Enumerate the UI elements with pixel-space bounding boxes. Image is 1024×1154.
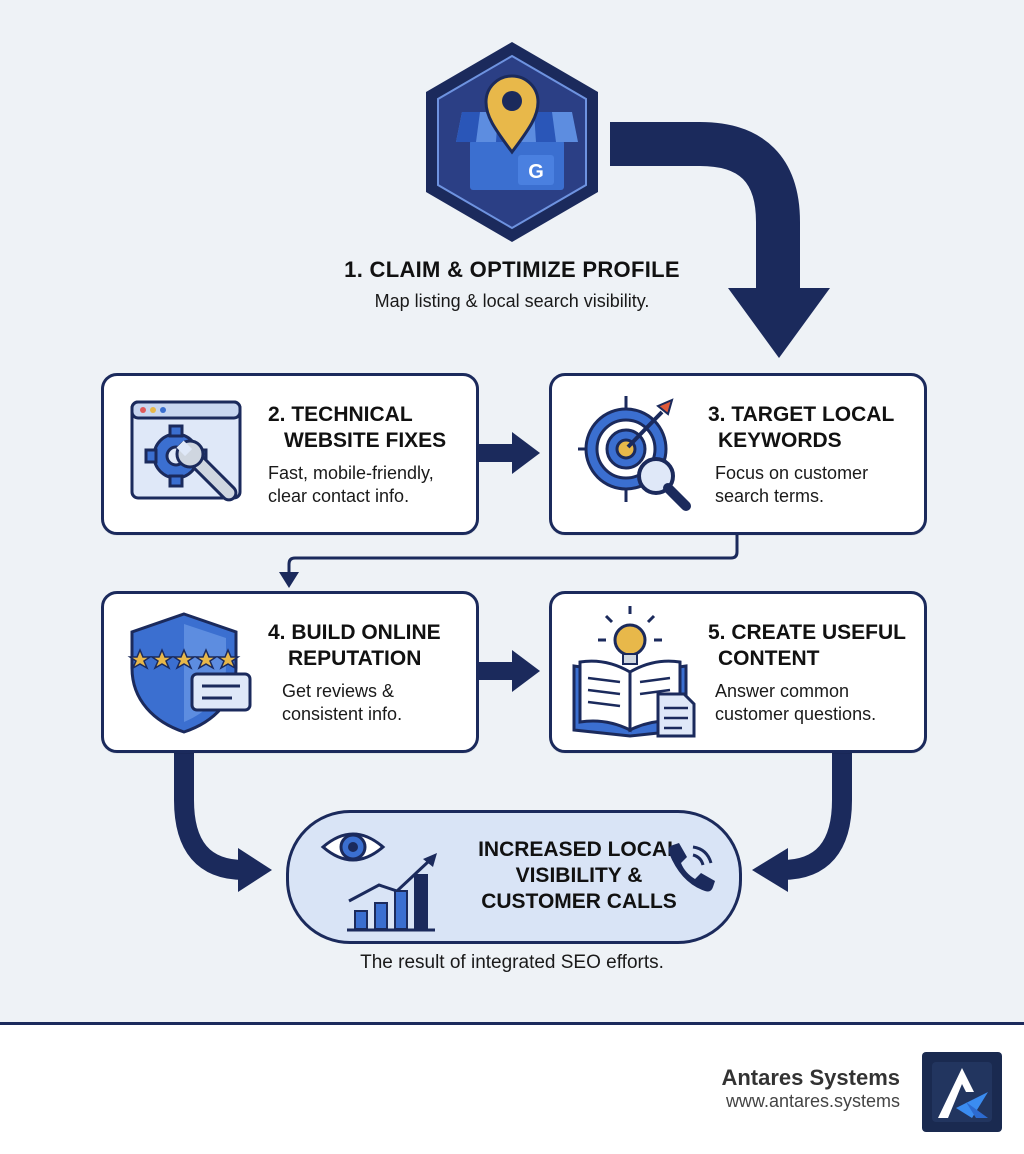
book-lightbulb-icon: [572, 606, 696, 738]
eye-chart-icon: [320, 832, 437, 932]
step-3-title: 3. TARGET LOCAL KEYWORDS: [708, 402, 918, 454]
arrow-technical-to-keywords-head: [512, 432, 540, 474]
step-4-description-line-2: consistent info.: [282, 704, 403, 724]
step-3-card: 3. TARGET LOCAL KEYWORDS Focus on custom…: [549, 373, 927, 535]
step-3-description-line-2: search terms.: [715, 486, 825, 506]
step-5-title: 5. CREATE USEFUL CONTENT: [708, 620, 920, 672]
arrow-reputation-to-result: [174, 752, 245, 880]
step-3-title-line-2: KEYWORDS: [718, 429, 842, 452]
google-business-pin-icon: G: [426, 42, 598, 242]
step-5-title-line-1: 5. CREATE USEFUL: [708, 621, 906, 644]
antares-logo-icon: [922, 1052, 1002, 1132]
step-2-description-line-2: clear contact info.: [268, 486, 410, 506]
diagram-canvas: G 1. CLAIM & OPTIMIZE PROFILE Map listin…: [101, 42, 927, 973]
footer: Antares Systems www.antares.systems: [0, 1025, 1024, 1154]
arrow-reputation-to-result-head: [238, 848, 272, 892]
arrow-content-to-result-head: [752, 848, 788, 892]
step-2-description: Fast, mobile-friendly, clear contact inf…: [268, 462, 473, 508]
svg-text:G: G: [528, 161, 544, 183]
arrow-keywords-to-reputation-head: [279, 572, 299, 588]
step-1-description: Map listing & local search visibility.: [374, 291, 650, 311]
footer-divider: [0, 1022, 1024, 1025]
result-title-line-3: CUSTOMER CALLS: [481, 890, 677, 913]
step-5-description-line-2: customer questions.: [715, 704, 877, 724]
brand-name: Antares Systems: [721, 1065, 900, 1090]
brand-url[interactable]: www.antares.systems: [725, 1091, 900, 1111]
arrow-reputation-to-content-head: [512, 650, 540, 692]
step-2-title-line-1: 2. TECHNICAL: [268, 403, 413, 426]
step-3-title-line-1: 3. TARGET LOCAL: [708, 403, 895, 426]
arrow-content-to-result: [781, 752, 852, 880]
step-3-description: Focus on customer search terms.: [715, 462, 915, 508]
flow-arrows: G: [174, 42, 852, 892]
shield-stars-icon: [127, 612, 252, 734]
step-2-title: 2. TECHNICAL WEBSITE FIXES: [268, 402, 468, 454]
step-2-card: 2. TECHNICAL WEBSITE FIXES Fast, mobile-…: [101, 373, 479, 535]
step-4-title: 4. BUILD ONLINE REPUTATION: [268, 620, 473, 672]
step-4-description: Get reviews & consistent info.: [282, 680, 472, 726]
step-2-title-line-2: WEBSITE FIXES: [284, 429, 447, 452]
result-caption: The result of integrated SEO efforts.: [360, 952, 664, 973]
step-2-description-line-1: Fast, mobile-friendly,: [268, 463, 434, 483]
result-pill: INCREASED LOCAL VISIBILITY & CUSTOMER CA…: [286, 810, 742, 944]
step-3-description-line-1: Focus on customer: [715, 463, 869, 483]
step-5-description-line-1: Answer common: [715, 681, 850, 701]
step-4-title-line-1: 4. BUILD ONLINE: [268, 621, 441, 644]
result-title: INCREASED LOCAL VISIBILITY & CUSTOMER CA…: [469, 837, 689, 915]
step-5-card: 5. CREATE USEFUL CONTENT Answer common c…: [549, 591, 927, 753]
target-magnifier-icon: [578, 396, 691, 511]
arrow-keywords-to-reputation: [287, 532, 739, 578]
step-4-title-line-2: REPUTATION: [288, 647, 422, 670]
arrow-profile-to-keywords: [610, 122, 800, 290]
step-4-description-line-1: Get reviews &: [282, 681, 395, 701]
step-1-title: 1. CLAIM & OPTIMIZE PROFILE: [344, 257, 680, 282]
arrow-profile-to-keywords-head: [728, 288, 830, 358]
step-5-description: Answer common customer questions.: [715, 680, 920, 726]
step-4-card: 4. BUILD ONLINE REPUTATION Get reviews &…: [101, 591, 479, 753]
result-title-line-1: INCREASED LOCAL: [478, 838, 680, 861]
phone-icon: [668, 843, 715, 892]
step-5-title-line-2: CONTENT: [718, 647, 820, 670]
result-title-line-2: VISIBILITY &: [515, 864, 643, 887]
gear-wrench-browser-icon: [130, 400, 242, 502]
